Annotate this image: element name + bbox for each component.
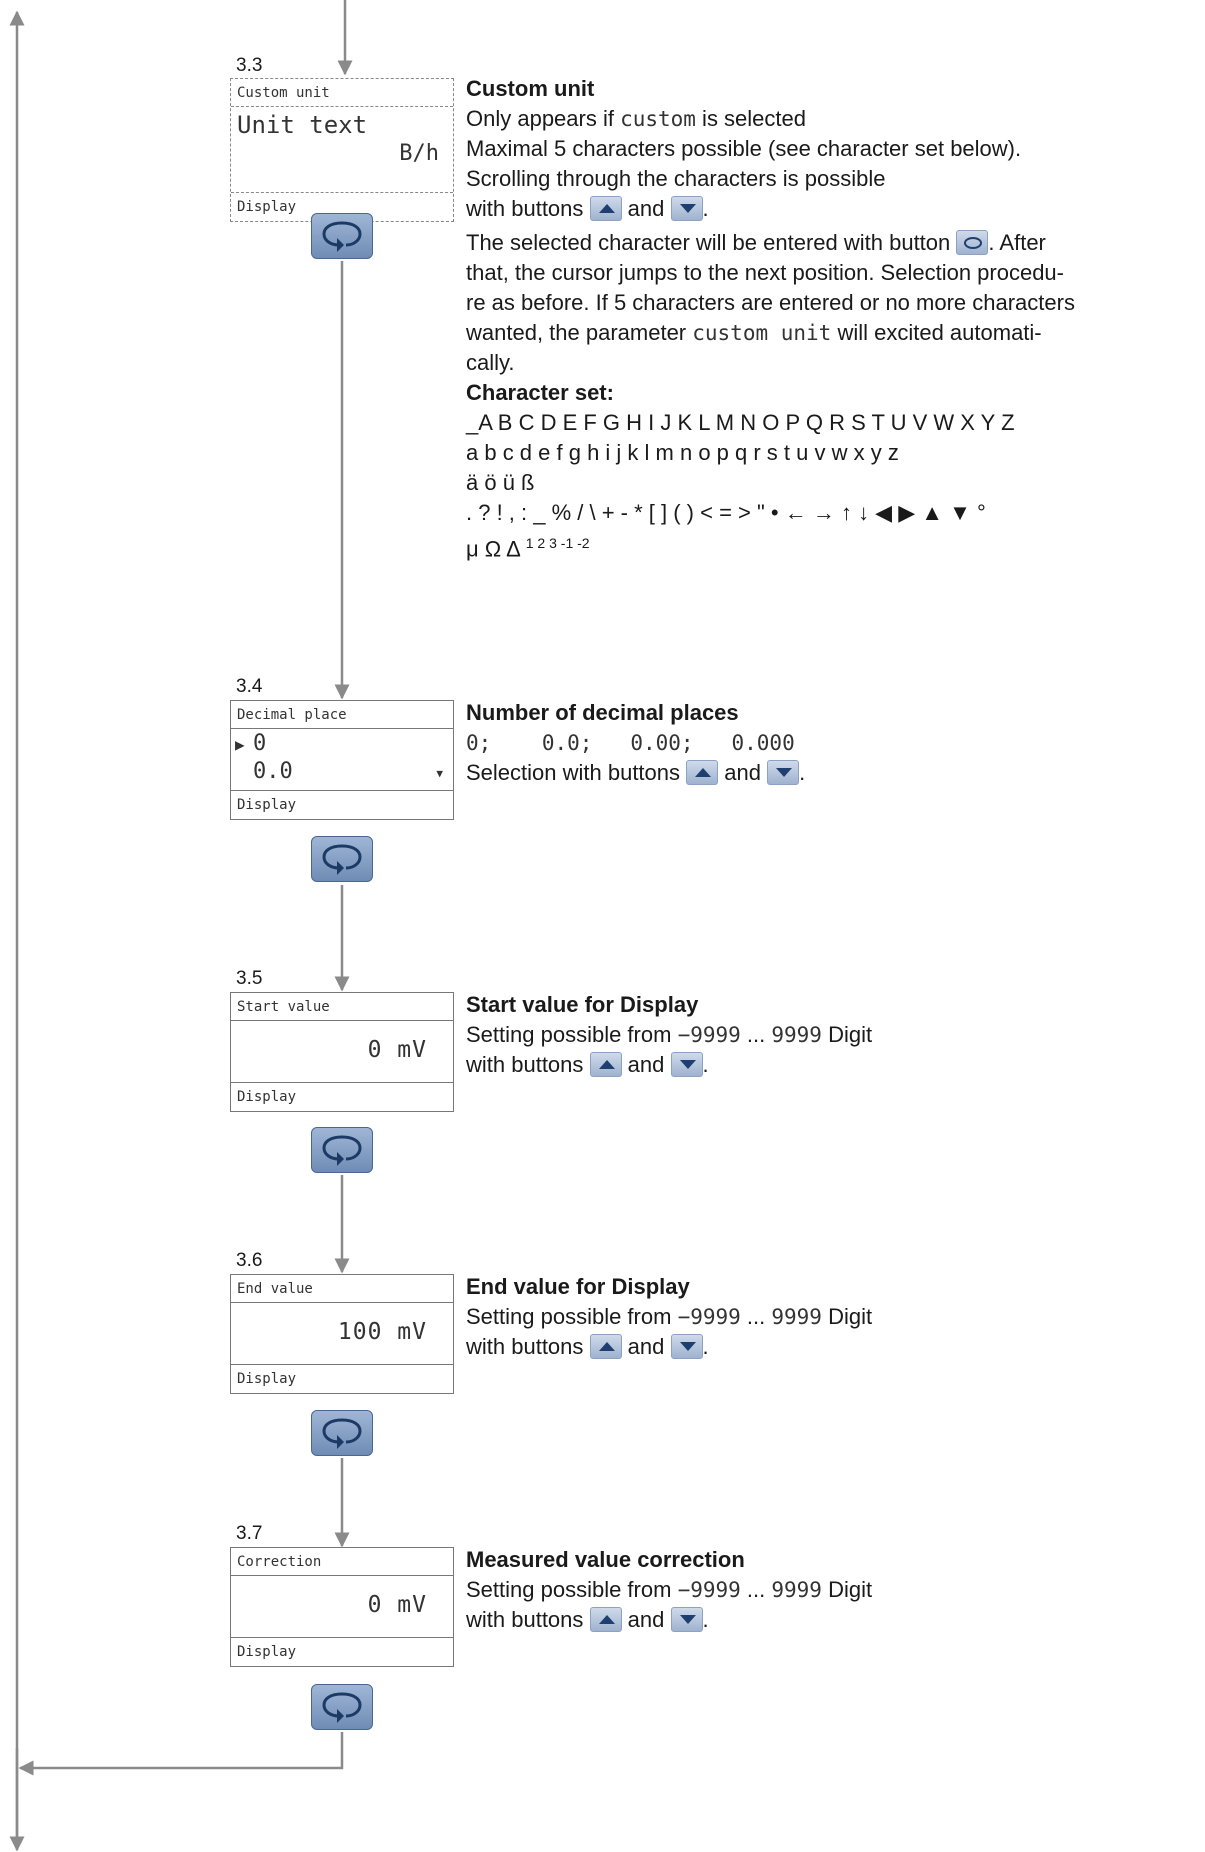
charset-line-5: μ Ω Δ 1 2 3 -1 -2 [466, 535, 590, 562]
lcd-screen-decimal-place: Decimal place ▶ 0 0.0 ▼ Display [230, 700, 454, 820]
lcd-option-2: 0.0 [253, 759, 293, 784]
decimal-options: 0; 0.0; 0.00; 0.000 [466, 731, 795, 755]
lcd-value: 0 mV [367, 1592, 427, 1618]
enter-button[interactable] [311, 836, 373, 882]
lcd-footer: Display [237, 199, 297, 215]
down-arrow-button-icon [670, 1607, 703, 1632]
enter-button[interactable] [311, 1410, 373, 1456]
lcd-screen-start-value: Start value 0 mV Display [230, 992, 454, 1112]
lcd-footer: Display [237, 1371, 297, 1387]
lcd-header: End value [231, 1275, 453, 1303]
step-number-3-3: 3.3 [236, 55, 263, 76]
lcd-header: Decimal place [231, 701, 453, 729]
section-title: End value for Display [466, 1274, 690, 1299]
description-end-value: End value for Display Setting possible f… [466, 1272, 1191, 1362]
description-start-value: Start value for Display Setting possible… [466, 990, 1191, 1080]
description-correction: Measured value correction Setting possib… [466, 1545, 1191, 1635]
lcd-footer: Display [237, 1644, 297, 1660]
charset-line-1: _A B C D E F G H I J K L M N O P Q R S T… [466, 410, 1015, 435]
down-arrow-button-icon [670, 1334, 703, 1359]
enter-loop-icon [322, 221, 362, 252]
lcd-footer: Display [237, 1089, 297, 1105]
lcd-screen-end-value: End value 100 mV Display [230, 1274, 454, 1394]
up-arrow-button-icon [686, 760, 719, 785]
description-decimal-places: Number of decimal places 0; 0.0; 0.00; 0… [466, 698, 1191, 788]
enter-button[interactable] [311, 1684, 373, 1730]
selection-pointer-icon: ▶ [235, 735, 245, 754]
enter-button-icon [956, 230, 989, 255]
lcd-option-1: 0 [253, 731, 267, 756]
lcd-header: Correction [231, 1548, 453, 1576]
charset-line-2: a b c d e f g h i j k l m n o p q r s t … [466, 440, 899, 465]
section-title: Custom unit [466, 76, 595, 101]
lcd-header: Start value [231, 993, 453, 1021]
lcd-value: 100 mV [337, 1319, 427, 1345]
lcd-footer: Display [237, 797, 297, 813]
up-arrow-button-icon [589, 1052, 622, 1077]
scroll-down-icon: ▼ [436, 767, 443, 780]
down-arrow-button-icon [767, 760, 800, 785]
charset-title: Character set: [466, 380, 614, 405]
section-title: Start value for Display [466, 992, 699, 1017]
enter-loop-icon [322, 1135, 362, 1166]
charset-line-4: . ? ! , : _ % / \ + - * [ ] ( ) < = > " … [466, 500, 986, 525]
up-arrow-button-icon [589, 1607, 622, 1632]
lcd-screen-custom-unit: Custom unit Unit text B/h Display [230, 78, 454, 222]
step-number-3-7: 3.7 [236, 1523, 263, 1544]
enter-loop-icon [322, 1692, 362, 1723]
lcd-value: 0 mV [367, 1037, 427, 1063]
section-title: Number of decimal places [466, 700, 739, 725]
enter-button[interactable] [311, 213, 373, 259]
step-number-3-4: 3.4 [236, 676, 263, 697]
lcd-line-2: B/h [399, 141, 439, 166]
return-arrow-left [18, 1732, 344, 1776]
step-number-3-5: 3.5 [236, 968, 263, 989]
up-arrow-button-icon [589, 196, 622, 221]
enter-loop-icon [322, 1418, 362, 1449]
up-arrow-button-icon [589, 1334, 622, 1359]
enter-button[interactable] [311, 1127, 373, 1173]
enter-loop-icon [322, 844, 362, 875]
lcd-line-1: Unit text [237, 111, 368, 139]
down-arrow-button-icon [670, 1052, 703, 1077]
lcd-screen-correction: Correction 0 mV Display [230, 1547, 454, 1667]
down-arrow-button-icon [670, 196, 703, 221]
step-number-3-6: 3.6 [236, 1250, 263, 1271]
lcd-header: Custom unit [231, 79, 453, 107]
charset-line-3: ä ö ü ß [466, 470, 535, 495]
section-title: Measured value correction [466, 1547, 745, 1572]
description-custom-unit: Custom unit Only appears if custom is se… [466, 74, 1191, 564]
